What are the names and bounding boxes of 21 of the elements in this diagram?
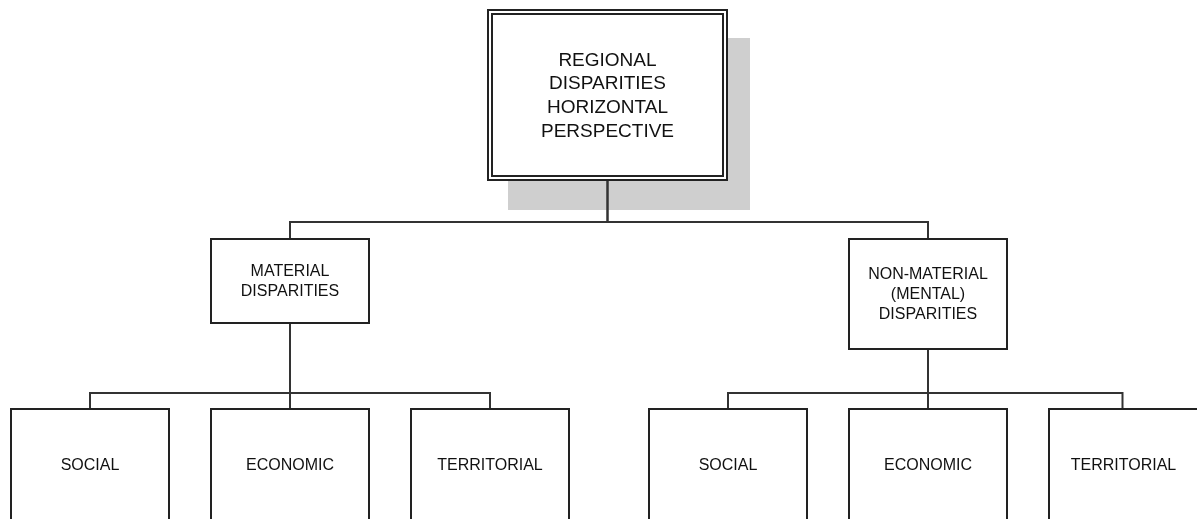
connector-line — [289, 323, 491, 409]
box-label: MATERIAL DISPARITIES — [239, 261, 341, 301]
connector-line — [606, 180, 929, 239]
category-box — [410, 408, 570, 519]
box-label: ECONOMIC — [246, 454, 334, 475]
box-label: NON-MATERIAL (MENTAL) DISPARITIES — [867, 264, 989, 324]
category-box — [848, 238, 1008, 350]
category-box — [848, 408, 1008, 519]
category-box — [10, 408, 170, 519]
box-label: ECONOMIC — [884, 454, 972, 475]
box-label: TERRITORIAL — [1070, 454, 1177, 475]
box-label: SOCIAL — [60, 454, 120, 475]
category-box — [648, 408, 808, 519]
box-label: REGIONAL DISPARITIES HORIZONTAL PERSPECTIVE — [539, 47, 675, 143]
category-box — [1048, 408, 1197, 519]
category-box — [210, 408, 370, 519]
box-label: SOCIAL — [698, 454, 758, 475]
root-box — [487, 9, 728, 181]
connector-line — [927, 349, 1124, 409]
box-label: TERRITORIAL — [437, 454, 543, 475]
category-box — [210, 238, 370, 324]
